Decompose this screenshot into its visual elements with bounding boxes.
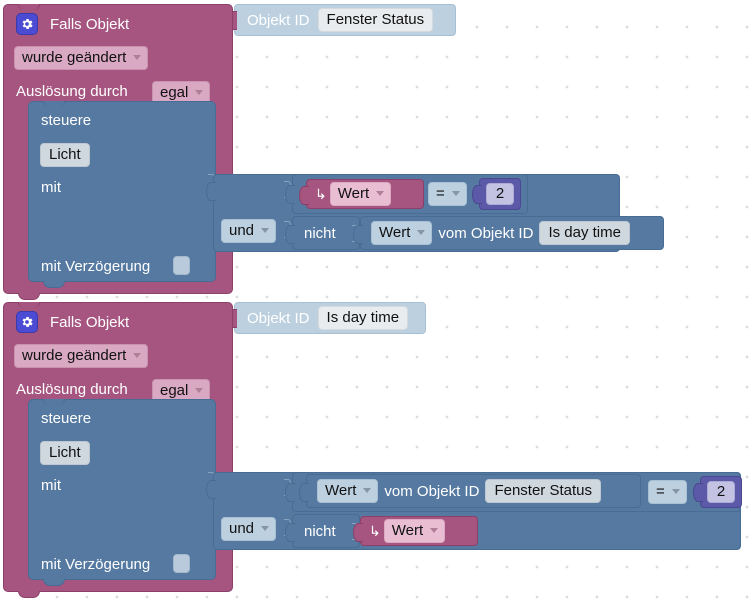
chevron-down-icon [451,191,460,196]
objectid-field[interactable]: Fenster Status [317,8,434,32]
not-label: nicht [304,522,336,540]
chevron-down-icon [261,526,270,531]
gear-icon[interactable] [16,311,38,333]
chevron-down-icon [133,353,142,358]
chevron-down-icon [195,90,204,95]
bottom-notch [18,591,40,598]
number-field[interactable]: 2 [485,183,515,205]
connector-plug [285,225,295,244]
objectid-label: Objekt ID [247,11,310,29]
gear-icon[interactable] [16,13,38,35]
objectid-label: Objekt ID [247,309,310,327]
chevron-down-icon [417,230,426,235]
trigger-source-label: Auslösung durch [16,83,128,100]
value-reporter-pink-1[interactable]: ↳ Wert [299,179,424,209]
connector-plug [353,225,363,244]
action-with-label: mit [41,477,61,494]
value-name-dropdown[interactable]: Wert [317,479,379,503]
objectid-value-reporter-2[interactable]: Wert vom Objekt ID Fenster Status [299,474,641,508]
connector-plug [472,185,482,204]
action-target-field[interactable]: Licht [40,143,90,167]
value-name-label: Wert [325,482,357,499]
action-delay-label: mit Verzögerung [41,258,151,275]
connector-plug [353,523,363,542]
action-block-1[interactable]: steuere Licht mit mit Verzögerung [28,101,216,288]
action-delay-checkbox[interactable] [173,256,190,275]
action-verb: steuere [41,410,92,427]
trigger-source-value: egal [160,382,189,399]
trigger-condition-label: wurde geändert [22,347,127,364]
return-arrow-icon: ↳ [369,523,381,539]
not-block-1[interactable]: nicht [285,216,360,250]
not-block-2[interactable]: nicht [285,514,360,548]
top-notch [18,4,40,10]
bottom-notch [18,293,40,300]
comparator-dropdown-2[interactable]: = [648,480,687,504]
logic-operator-label: und [229,520,255,537]
top-notch [18,302,40,308]
value-name-dropdown[interactable]: Wert [383,519,446,543]
connector-plug [285,523,295,542]
logic-operator-label: und [229,222,255,239]
value-name-dropdown[interactable]: Wert [371,221,433,245]
connector-plug [206,182,216,201]
action-target-field[interactable]: Licht [40,441,90,465]
objectid-field[interactable]: Fenster Status [485,479,601,503]
value-reporter-pink-2[interactable]: ↳ Wert [353,516,478,546]
trigger-condition-label: wurde geändert [22,49,127,66]
action-delay-label: mit Verzögerung [41,556,151,573]
action-block-2[interactable]: steuere Licht mit mit Verzögerung [28,399,216,586]
number-block-1[interactable]: 2 [472,178,521,210]
connector-plug [285,185,295,204]
action-verb: steuere [41,112,92,129]
connector-plug [285,483,295,502]
comparator-label: = [436,185,445,202]
trigger-title: Falls Objekt [50,314,130,331]
value-name-label: Wert [379,224,411,241]
action-with-label: mit [41,179,61,196]
value-name-label: Wert [337,185,370,202]
bottom-notch [43,281,65,288]
chevron-down-icon [671,489,680,494]
objectid-value-block-1[interactable]: Objekt ID Fenster Status [227,4,456,36]
comparator-dropdown-1[interactable]: = [428,182,467,206]
number-field[interactable]: 2 [706,481,736,503]
trigger-condition-dropdown[interactable]: wurde geändert [14,46,149,70]
objectid-field[interactable]: Is day time [539,221,630,245]
chevron-down-icon [376,191,385,196]
objectid-value-reporter-1[interactable]: Wert vom Objekt ID Is day time [353,216,664,250]
number-block-2[interactable]: 2 [693,476,742,508]
value-name-label: Wert [391,522,424,539]
chevron-down-icon [363,488,372,493]
trigger-source-value: egal [160,84,189,101]
trigger-condition-dropdown[interactable]: wurde geändert [14,344,149,368]
objectid-field[interactable]: Is day time [317,306,409,330]
objectid-value-block-2[interactable]: Objekt ID Is day time [227,302,426,334]
chevron-down-icon [261,228,270,233]
logic-operator-dropdown[interactable]: und [221,219,277,243]
not-label: nicht [304,224,336,242]
action-delay-checkbox[interactable] [173,554,190,573]
connector-plug [206,480,216,499]
objectid-label: vom Objekt ID [384,482,480,500]
trigger-title: Falls Objekt [50,16,130,33]
chevron-down-icon [195,388,204,393]
connector-plug [299,483,309,502]
bottom-notch [43,579,65,586]
chevron-down-icon [133,55,142,60]
comparator-label: = [656,483,665,500]
logic-operator-dropdown[interactable]: und [221,517,277,541]
top-notch [43,399,65,405]
top-notch [43,101,65,107]
trigger-source-label: Auslösung durch [16,381,128,398]
chevron-down-icon [430,528,439,533]
objectid-label: vom Objekt ID [438,224,534,242]
value-name-dropdown[interactable]: Wert [329,182,392,206]
return-arrow-icon: ↳ [315,186,327,202]
connector-plug [693,483,703,502]
connector-plug [299,186,309,205]
